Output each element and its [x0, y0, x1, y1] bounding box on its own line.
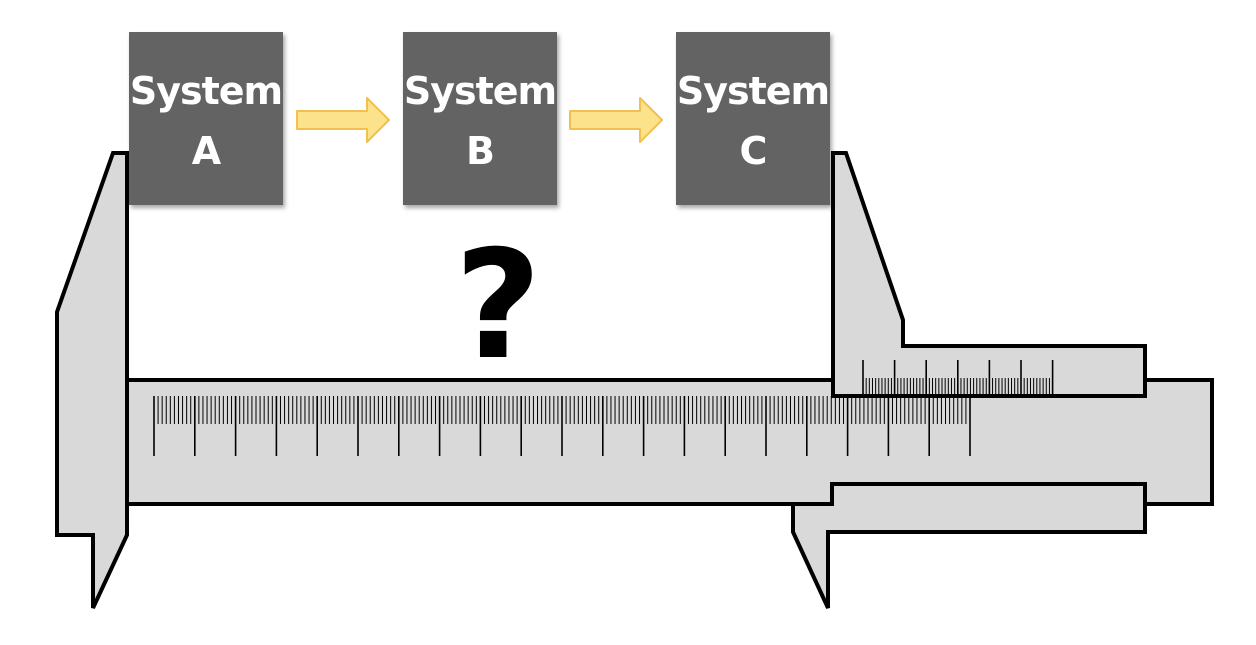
system-b-box: System B [403, 32, 557, 205]
system-a-line1: System [130, 69, 282, 113]
system-b-line1: System [404, 69, 556, 113]
arrow-icon [296, 97, 390, 143]
question-mark: ? [454, 219, 541, 393]
arrow-icon [569, 97, 663, 143]
main-scale [153, 396, 971, 456]
flow-arrow-a-to-b [296, 97, 390, 143]
system-a-line2: A [192, 129, 222, 173]
caliper-sliding-jaw-upper [831, 151, 1147, 398]
vernier-scale [862, 360, 1054, 394]
system-b-line2: B [466, 129, 494, 173]
caliper [55, 151, 1214, 609]
caliper-fixed-jaw [55, 151, 129, 609]
flow-arrow-b-to-c [569, 97, 663, 143]
system-c-line2: C [740, 129, 767, 173]
caliper-sliding-jaw-lower [791, 482, 1147, 609]
system-c-box: System C [676, 32, 830, 205]
system-c-line1: System [677, 69, 829, 113]
system-a-box: System A [129, 32, 283, 205]
